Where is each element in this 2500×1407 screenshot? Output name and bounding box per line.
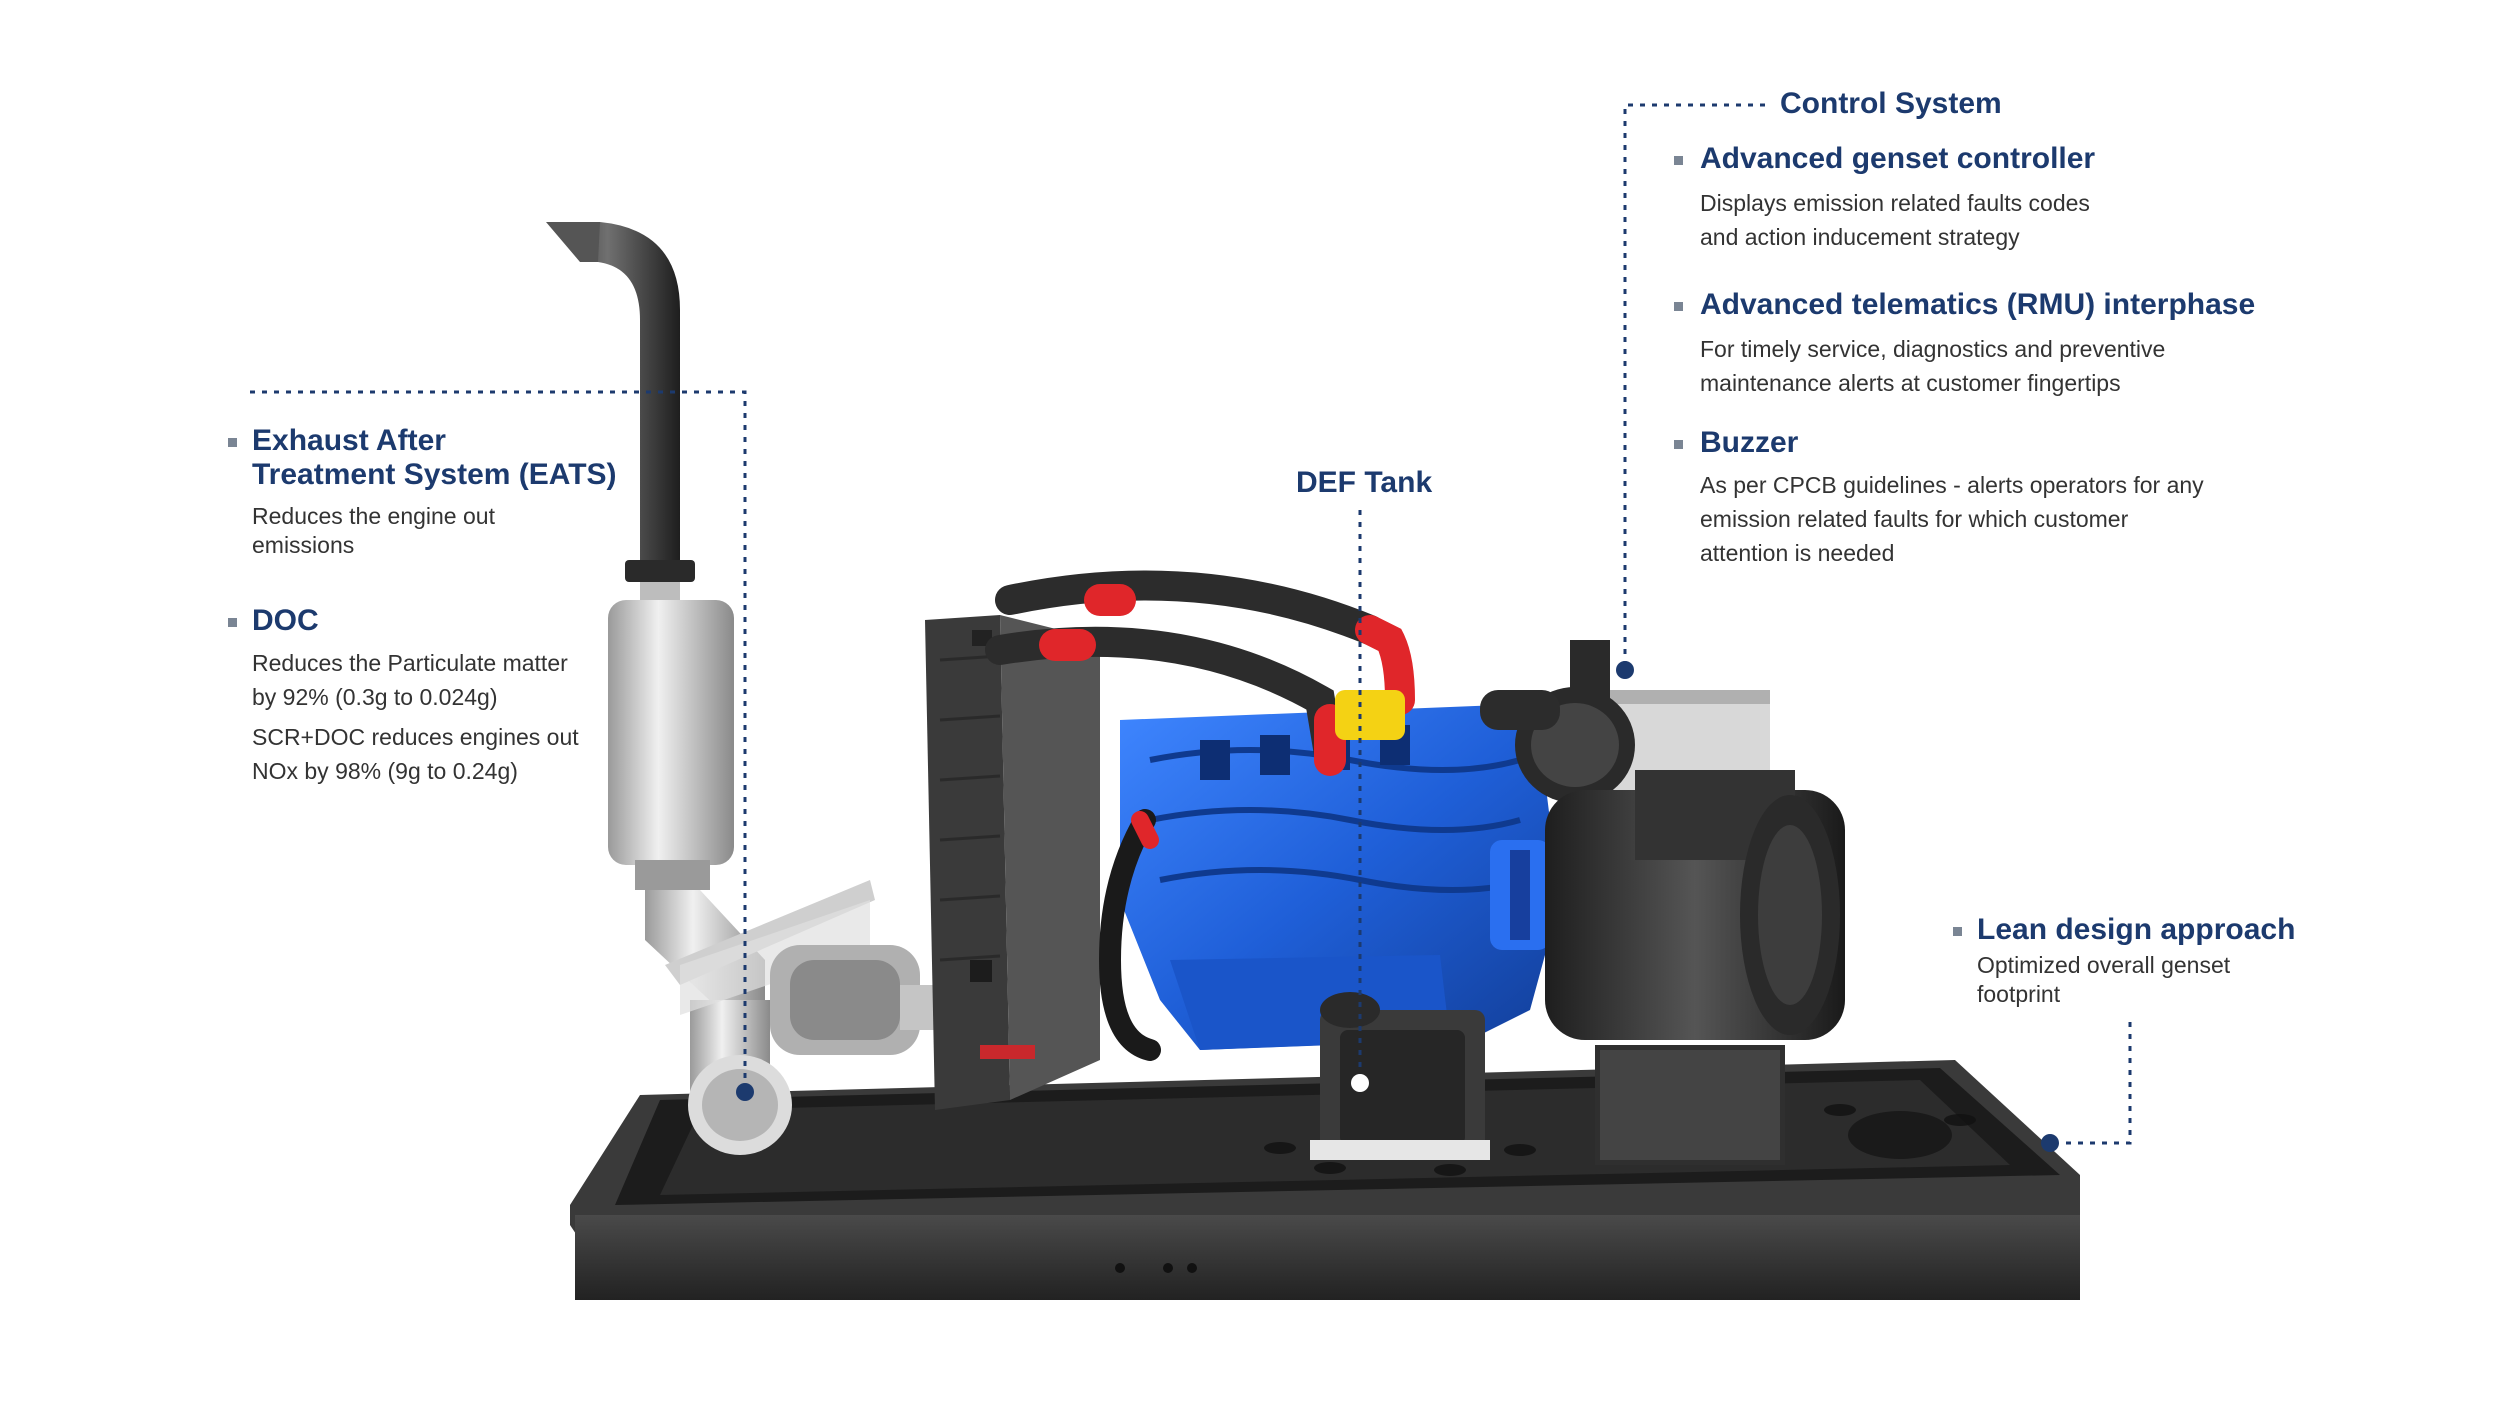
doc-line-2: by 92% (0.3g to 0.024g) xyxy=(252,684,498,710)
eats-title-line-1: Exhaust After xyxy=(252,424,446,457)
def-tank-title: DEF Tank xyxy=(1296,466,1433,499)
telematics-line-1: For timely service, diagnostics and prev… xyxy=(1700,336,2166,362)
callout-control-system: Control System xyxy=(1780,87,2002,121)
buzzer-title: Buzzer xyxy=(1700,426,1799,459)
callout-eats: Exhaust After Treatment System (EATS) Re… xyxy=(228,424,617,560)
callout-telematics: Advanced telematics (RMU) interphase For… xyxy=(1674,288,2256,400)
telematics-line-2: maintenance alerts at customer fingertip… xyxy=(1700,370,2121,396)
coolant-hoses xyxy=(985,570,1415,1061)
buzzer-line-1: As per CPCB guidelines - alerts operator… xyxy=(1700,472,2204,498)
callout-lean-design: Lean design approach Optimized overall g… xyxy=(1953,913,2296,1009)
callout-dots xyxy=(736,661,2059,1152)
bullet-icon xyxy=(228,438,237,447)
doc-title: DOC xyxy=(252,604,319,637)
bullet-icon xyxy=(228,618,237,627)
exhaust-stack xyxy=(546,222,792,1155)
lean-line-2: footprint xyxy=(1977,981,2061,1007)
callout-doc: DOC Reduces the Particulate matter by 92… xyxy=(228,604,579,788)
controller-title: Advanced genset controller xyxy=(1700,142,2096,175)
bullet-icon xyxy=(1674,302,1683,311)
bullet-icon xyxy=(1674,440,1683,449)
doc-line-4: NOx by 98% (9g to 0.24g) xyxy=(252,758,518,784)
callout-dot-eats xyxy=(736,1083,754,1101)
bullet-icon xyxy=(1953,927,1962,936)
callout-buzzer: Buzzer As per CPCB guidelines - alerts o… xyxy=(1674,426,2204,570)
eats-title-line-2: Treatment System (EATS) xyxy=(252,458,617,491)
control-box xyxy=(1480,640,1770,803)
lean-line-1: Optimized overall genset xyxy=(1977,952,2231,978)
control-system-title: Control System xyxy=(1780,87,2002,120)
callout-dot-control xyxy=(1616,661,1634,679)
eats-line-2: emissions xyxy=(252,532,355,558)
callout-controller: Advanced genset controller Displays emis… xyxy=(1674,142,2096,254)
callout-dot-def xyxy=(1351,1074,1369,1092)
buzzer-line-3: attention is needed xyxy=(1700,540,1895,566)
controller-line-1: Displays emission related faults codes xyxy=(1700,190,2090,216)
controller-line-2: and action inducement strategy xyxy=(1700,224,2020,250)
callout-dot-lean xyxy=(2041,1134,2059,1152)
telematics-title: Advanced telematics (RMU) interphase xyxy=(1700,288,2256,321)
callout-def-tank: DEF Tank xyxy=(1296,466,1432,500)
doc-line-3: SCR+DOC reduces engines out xyxy=(252,724,579,750)
def-tank xyxy=(1310,690,1490,1160)
callout-lines xyxy=(250,103,2132,1145)
lean-title: Lean design approach xyxy=(1977,913,2296,946)
eats-line-1: Reduces the engine out xyxy=(252,503,495,529)
buzzer-line-2: emission related faults for which custom… xyxy=(1700,506,2129,532)
bullet-icon xyxy=(1674,156,1683,165)
alternator xyxy=(1545,770,1845,1165)
doc-line-1: Reduces the Particulate matter xyxy=(252,650,568,676)
scr-doc-unit xyxy=(665,880,980,1055)
radiator xyxy=(925,615,1100,1110)
